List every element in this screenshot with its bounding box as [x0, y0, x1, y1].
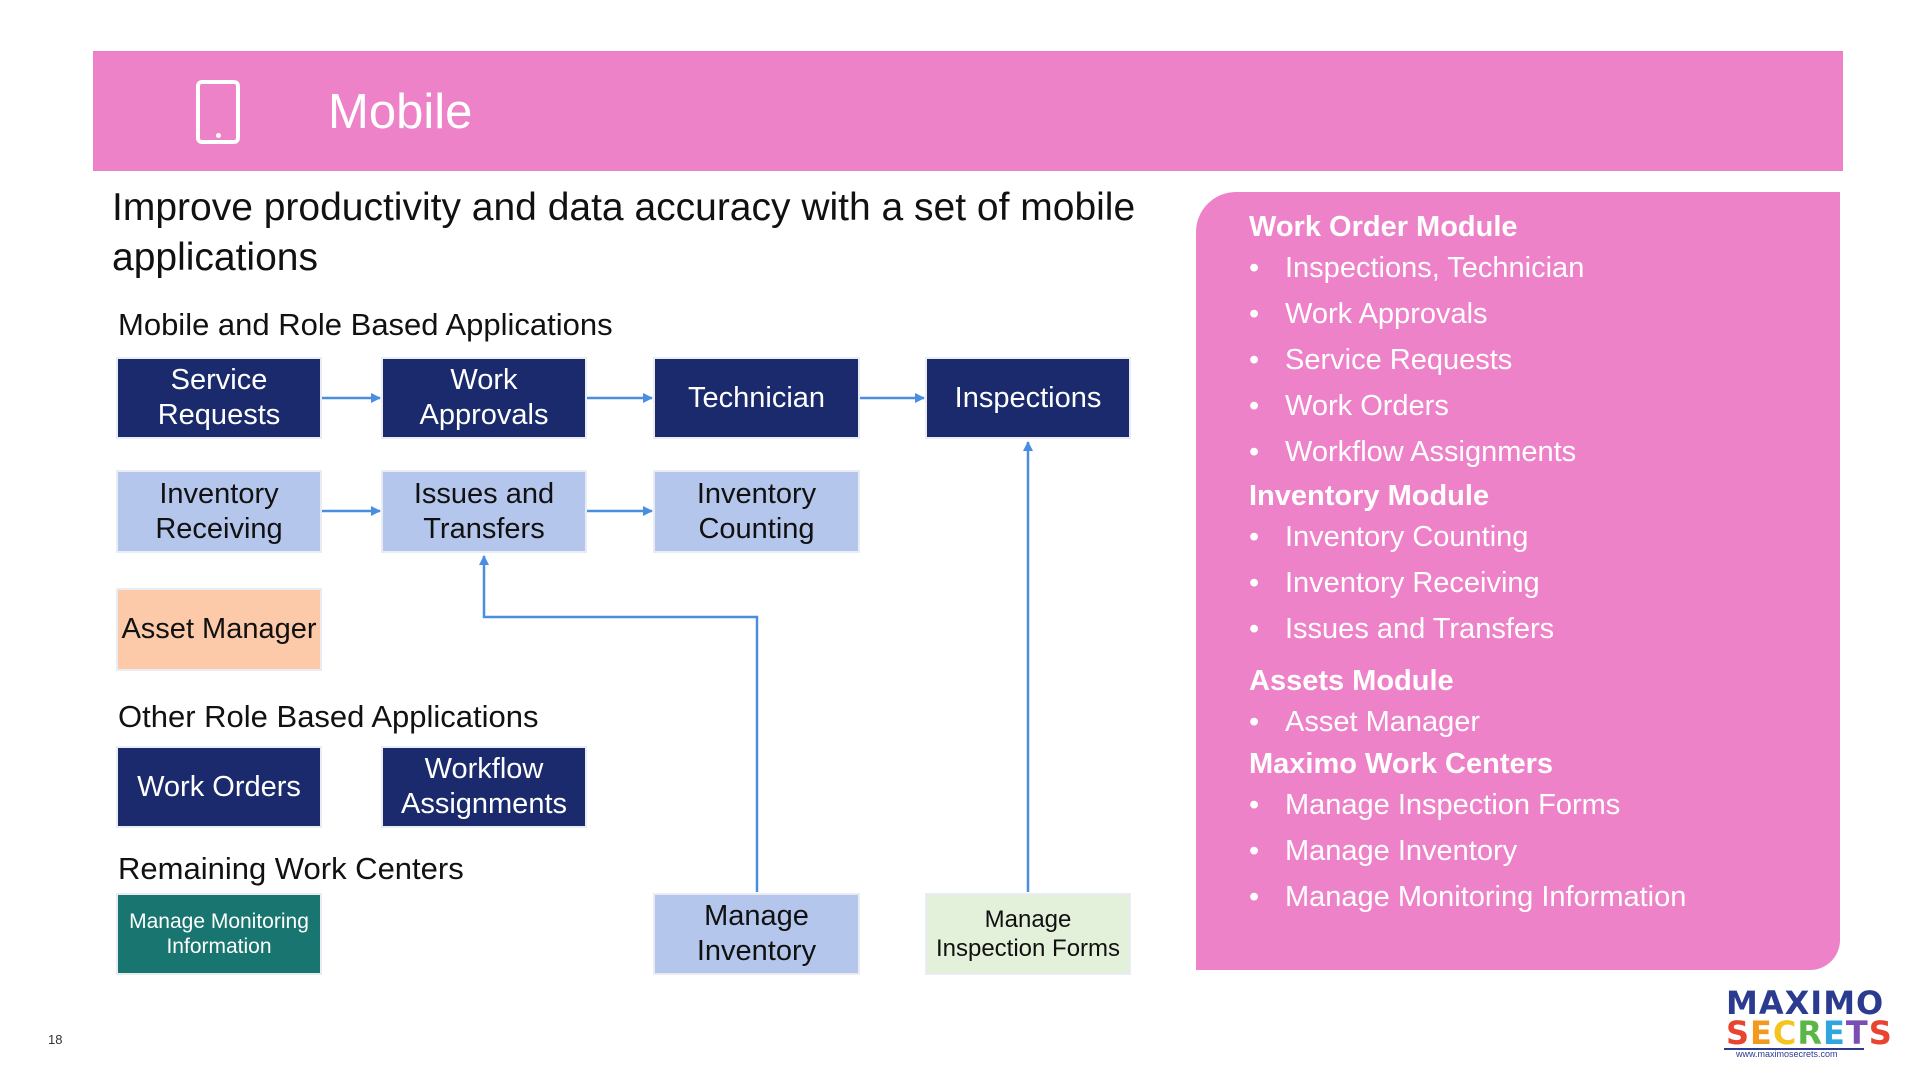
list-item: •Work Approvals [1249, 298, 1488, 330]
arrow-mi-it [479, 555, 759, 892]
module-title: Maximo Work Centers [1249, 748, 1554, 780]
box-service-requests: Service Requests [116, 357, 322, 439]
list-item: •Workflow Assignments [1249, 436, 1577, 468]
list-item: •Inventory Receiving [1249, 567, 1540, 599]
section-other-role: Other Role Based Applications [118, 699, 539, 734]
mobile-phone-icon [196, 80, 240, 144]
list-item: •Inventory Counting [1249, 521, 1529, 553]
maximo-secrets-logo: MAXIMO SECRETS www.maximosecrets.com [1724, 986, 1892, 1059]
module-work-centers: Maximo Work Centers •Manage Inspection F… [1249, 747, 1829, 920]
list-item: •Issues and Transfers [1249, 613, 1555, 645]
box-issues-transfers: Issues and Transfers [381, 470, 587, 553]
module-assets: Assets Module •Asset Manager [1249, 664, 1829, 745]
box-technician: Technician [653, 357, 860, 439]
box-manage-inspection-forms: Manage Inspection Forms [925, 893, 1131, 975]
box-manage-inventory: Manage Inventory [653, 893, 860, 975]
list-item: •Manage Inventory [1249, 835, 1518, 867]
list-item: •Manage Inspection Forms [1249, 789, 1621, 821]
banner-title: Mobile [328, 85, 473, 139]
module-work-order: Work Order Module •Inspections, Technici… [1249, 210, 1829, 475]
box-work-orders: Work Orders [116, 746, 322, 828]
page-number: 18 [48, 1032, 63, 1047]
header-banner [93, 51, 1843, 171]
logo-line1: MAXIMO [1726, 984, 1885, 1022]
box-work-approvals: Work Approvals [381, 357, 587, 439]
slide-subtitle: Improve productivity and data accuracy w… [112, 186, 1136, 279]
list-item: •Manage Monitoring Information [1249, 881, 1687, 913]
section-remaining: Remaining Work Centers [118, 851, 464, 886]
modules-panel [1196, 192, 1840, 970]
module-title: Inventory Module [1249, 480, 1490, 512]
logo-line2: SECRETS [1726, 1014, 1893, 1052]
box-inspections: Inspections [925, 357, 1131, 439]
box-inventory-receiving: Inventory Receiving [116, 470, 322, 553]
list-item: •Inspections, Technician [1249, 252, 1585, 284]
box-inventory-counting: Inventory Counting [653, 470, 860, 553]
list-item: •Service Requests [1249, 344, 1513, 376]
box-workflow-assignments: Workflow Assignments [381, 746, 587, 828]
logo-url: www.maximosecrets.com [1736, 1049, 1838, 1059]
modules-list: Work Order Module •Inspections, Technici… [1249, 210, 1829, 920]
module-inventory: Inventory Module •Inventory Counting •In… [1249, 479, 1829, 652]
box-manage-monitoring: Manage Monitoring Information [116, 893, 322, 975]
module-title: Assets Module [1249, 665, 1454, 697]
list-item: •Asset Manager [1249, 706, 1481, 738]
list-item: •Work Orders [1249, 390, 1449, 422]
section-mobile-role: Mobile and Role Based Applications [118, 307, 613, 342]
module-title: Work Order Module [1249, 211, 1518, 243]
box-asset-manager: Asset Manager [116, 588, 322, 671]
